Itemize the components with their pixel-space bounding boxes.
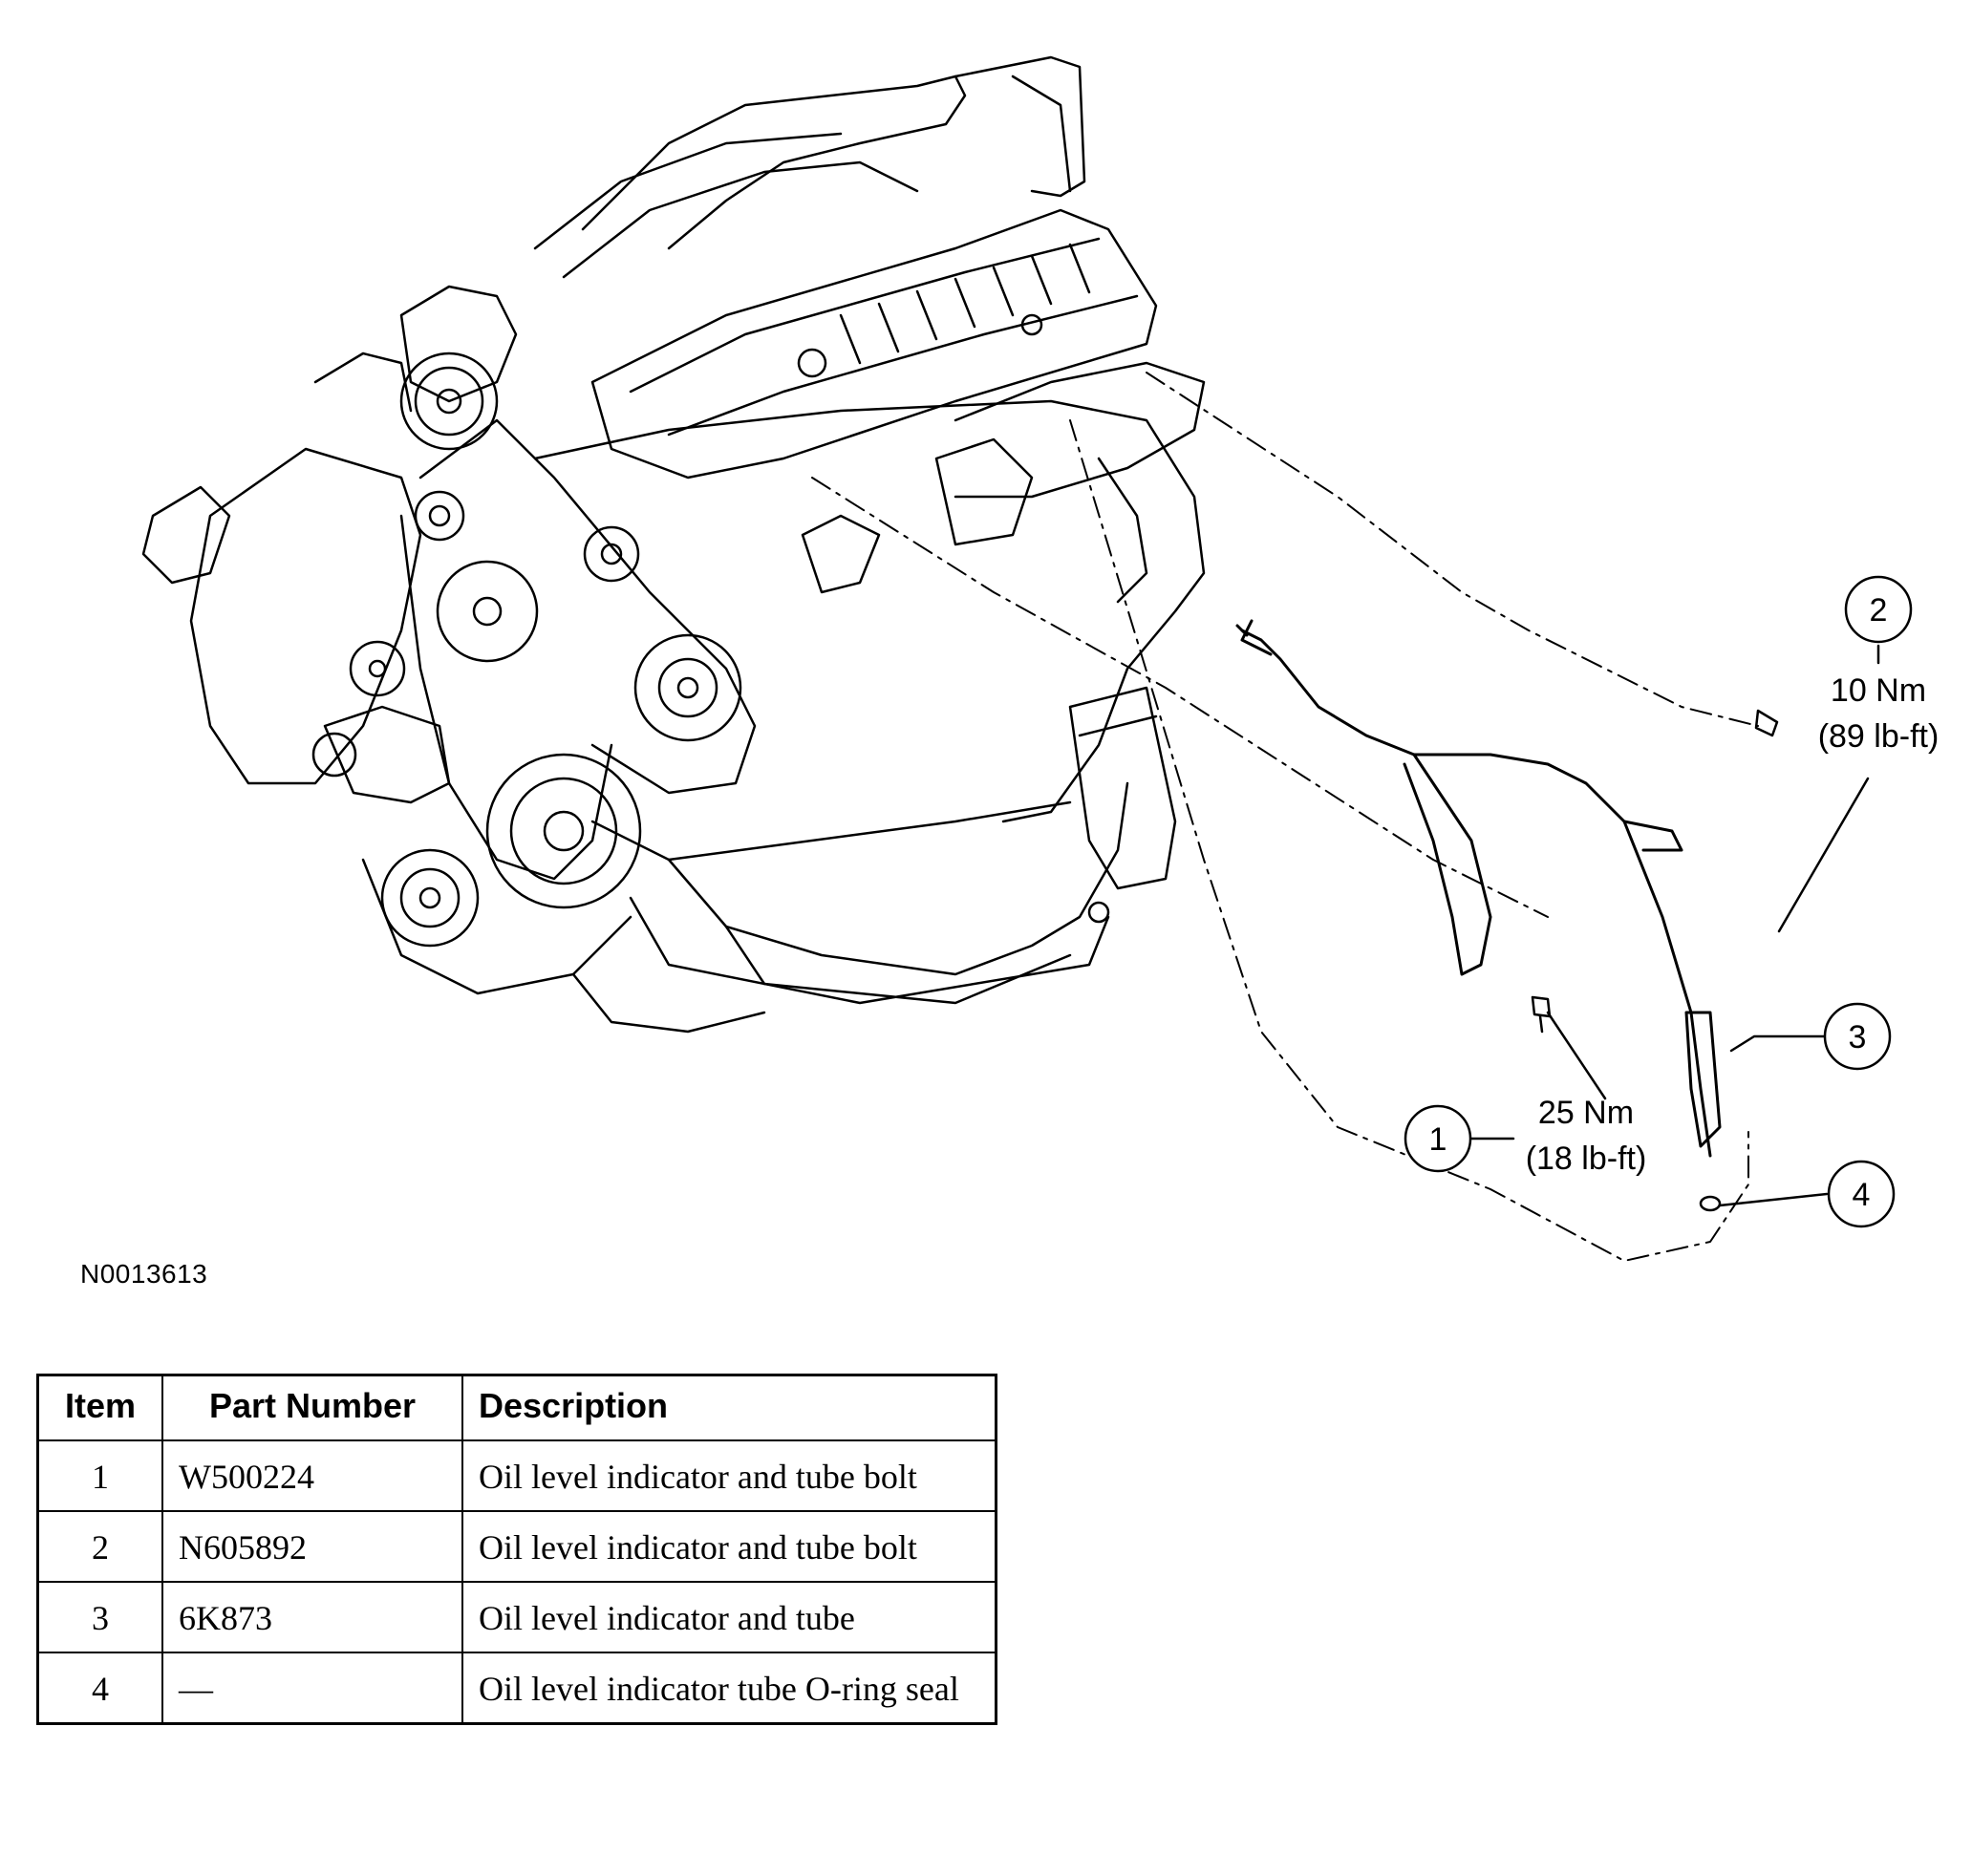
callout-4: 4 <box>1827 1160 1896 1228</box>
parts-table: Item Part Number Description 1 W500224 O… <box>36 1374 997 1725</box>
table-row: 4 — Oil level indicator tube O-ring seal <box>36 1652 997 1725</box>
callout-2-circle <box>1844 575 1913 644</box>
bolt-drawings <box>1531 709 1779 1212</box>
table-row: 2 N605892 Oil level indicator and tube b… <box>36 1510 997 1583</box>
row-description: Oil level indicator and tube <box>461 1581 997 1653</box>
row-part-number: W500224 <box>161 1439 463 1512</box>
row-item: 4 <box>36 1652 163 1725</box>
callout-2-torque-nm: 10 Nm <box>1831 672 1926 709</box>
callout-1-circle <box>1404 1104 1472 1173</box>
engine-block-drawing <box>141 55 1206 1034</box>
engine-diagram: 1 25 Nm (18 lb-ft) 2 10 Nm (89 lb-ft) 3 … <box>141 55 1940 1262</box>
callout-3: 3 <box>1823 1002 1892 1071</box>
callout-4-circle <box>1827 1160 1896 1228</box>
row-description: Oil level indicator tube O-ring seal <box>461 1652 997 1725</box>
table-header-row: Item Part Number Description <box>36 1374 997 1441</box>
callout-1-number: 1 <box>1429 1121 1447 1158</box>
callout-4-number: 4 <box>1853 1177 1871 1213</box>
callout-leaders <box>1469 644 1880 1207</box>
header-part-number: Part Number <box>161 1374 463 1441</box>
callout-3-circle <box>1823 1002 1892 1071</box>
row-description: Oil level indicator and tube bolt <box>461 1510 997 1583</box>
table-row: 1 W500224 Oil level indicator and tube b… <box>36 1439 997 1512</box>
row-item: 2 <box>36 1510 163 1583</box>
row-item: 3 <box>36 1581 163 1653</box>
row-part-number: — <box>161 1652 463 1725</box>
callout-3-number: 3 <box>1849 1019 1867 1055</box>
row-item: 1 <box>36 1439 163 1512</box>
header-item: Item <box>36 1374 163 1441</box>
table-row: 3 6K873 Oil level indicator and tube <box>36 1581 997 1653</box>
callout-2: 2 10 Nm (89 lb-ft) <box>1818 575 1940 755</box>
callout-2-number: 2 <box>1870 592 1888 629</box>
callout-1-torque-nm: 25 Nm <box>1538 1095 1634 1131</box>
row-part-number: 6K873 <box>161 1581 463 1653</box>
oil-level-indicator-tube <box>1235 619 1722 1158</box>
callout-1-torque-lbft: (18 lb-ft) <box>1526 1141 1647 1177</box>
figure-id: N0013613 <box>80 1259 208 1289</box>
callout-2-torque-lbft: (89 lb-ft) <box>1818 718 1940 755</box>
callout-1: 1 25 Nm (18 lb-ft) <box>1404 1095 1647 1177</box>
header-description: Description <box>461 1374 997 1441</box>
row-description: Oil level indicator and tube bolt <box>461 1439 997 1512</box>
row-part-number: N605892 <box>161 1510 463 1583</box>
